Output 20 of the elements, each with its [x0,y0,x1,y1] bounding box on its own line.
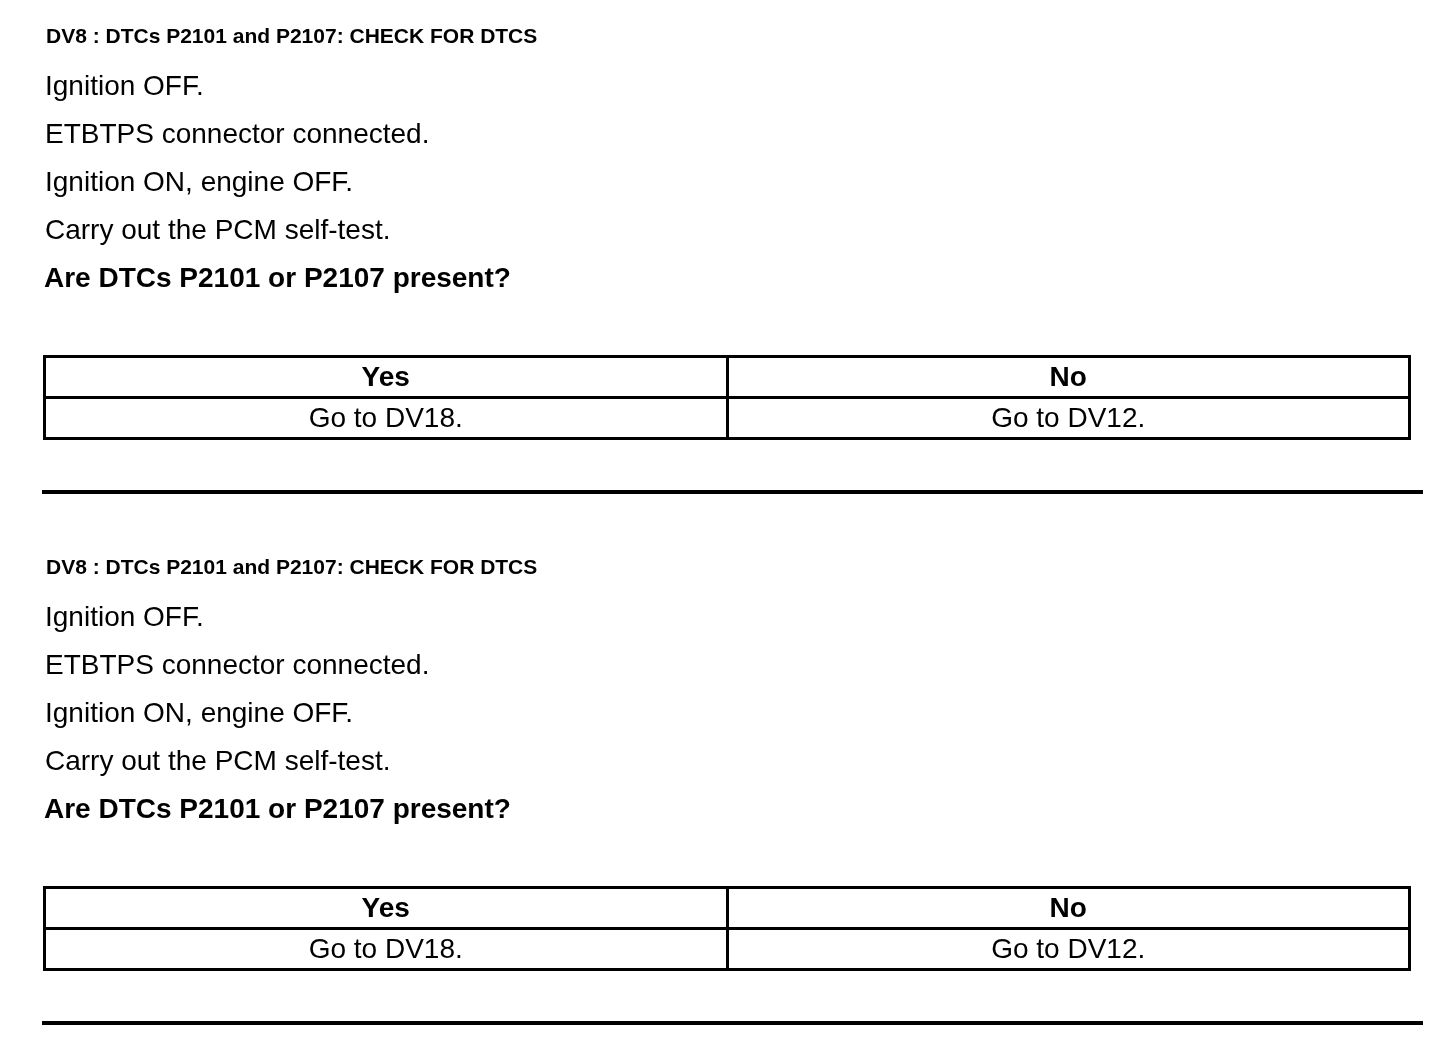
instruction-text: Ignition ON, engine OFF. [45,166,354,198]
table-cell: Go to DV18. [44,397,727,439]
instruction-text: ETBTPS connector connected. [45,118,430,150]
instruction-text: ETBTPS connector connected. [45,649,430,681]
instruction-text: Ignition OFF. [45,70,204,102]
instruction-text: Carry out the PCM self-test. [45,745,391,777]
table-cell: Go to DV12. [727,928,1410,970]
column-header: No [727,356,1410,398]
column-header: Yes [44,356,727,398]
instruction-text: Ignition ON, engine OFF. [45,697,354,729]
column-header: Yes [44,887,727,929]
table-cell: Go to DV12. [727,397,1410,439]
instruction-text: Ignition OFF. [45,601,204,633]
table-cell: Go to DV18. [44,928,727,970]
column-header: No [727,887,1410,929]
question-text: Are DTCs P2101 or P2107 present? [44,793,511,825]
question-text: Are DTCs P2101 or P2107 present? [44,262,511,294]
section-heading: DV8 : DTCs P2101 and P2107: CHECK FOR DTCS [46,24,538,48]
instruction-text: Carry out the PCM self-test. [45,214,391,246]
section-heading: DV8 : DTCs P2101 and P2107: CHECK FOR DTCS [46,555,538,579]
